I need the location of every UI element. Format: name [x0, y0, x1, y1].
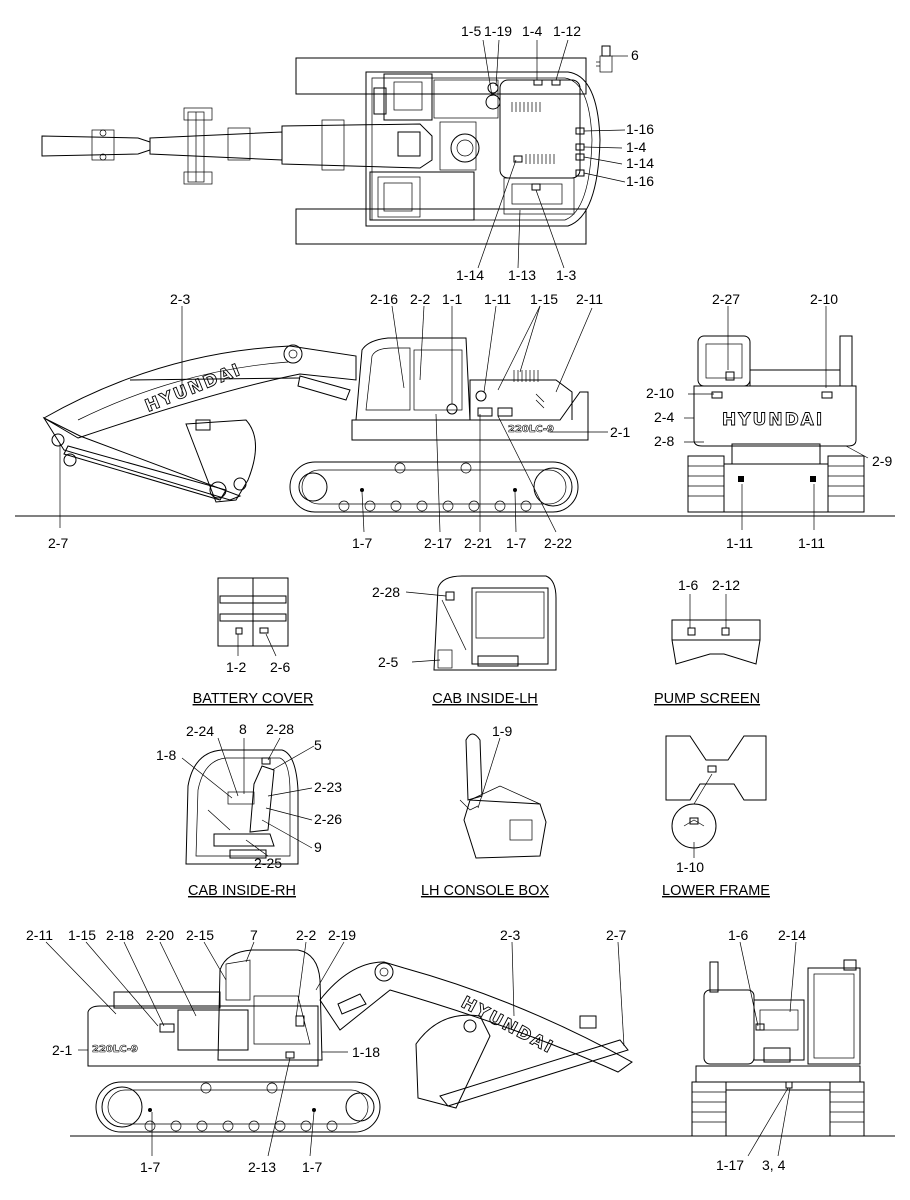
callout-cablh-1: 2-28 — [372, 584, 400, 600]
callout-cabrh-4: 5 — [314, 737, 322, 753]
caption-lower-frame: LOWER FRAME — [662, 883, 770, 899]
top-view — [41, 45, 613, 245]
callout-lh-9: 2-7 — [48, 535, 68, 551]
callout-top-10: 1-14 — [456, 267, 484, 283]
pump-screen-view: PUMP SCREEN — [654, 619, 761, 707]
callout-rh-3: 2-18 — [106, 927, 134, 943]
callout-rh-4: 2-20 — [146, 927, 174, 943]
callout-top-7: 1-4 — [626, 139, 646, 155]
callout-rh-14: 2-13 — [248, 1159, 276, 1175]
callout-rear-4: 2-4 — [654, 409, 674, 425]
callout-front-3: 1-17 — [716, 1157, 744, 1173]
callout-battery-1: 1-2 — [226, 659, 246, 675]
model-badge-rh: 220LC-9 — [92, 1044, 138, 1055]
callout-pump-1: 1-6 — [678, 577, 698, 593]
callout-top-8: 1-14 — [626, 155, 654, 171]
callout-rear-1: 2-27 — [712, 291, 740, 307]
callout-pump-2: 2-12 — [712, 577, 740, 593]
callout-lh-8: 2-1 — [610, 424, 630, 440]
callout-rear-2: 2-10 — [810, 291, 838, 307]
cab-inside-rh-view: CAB INSIDE-RH — [185, 749, 299, 899]
callout-cablh-2: 2-5 — [378, 654, 398, 670]
caption-battery-cover: BATTERY COVER — [193, 691, 314, 707]
side-view-rh: 220LC-9 HYUNDAI — [70, 949, 895, 1137]
callout-rh-8: 2-19 — [328, 927, 356, 943]
callout-rear-7: 1-11 — [726, 535, 753, 551]
callout-cabrh-9: 2-25 — [254, 855, 282, 871]
callout-cabrh-8: 9 — [314, 839, 322, 855]
callout-top-12: 1-3 — [556, 267, 576, 283]
callout-rh-1: 2-11 — [26, 927, 53, 943]
rear-view: HYUNDAI — [687, 335, 865, 513]
callout-front-2: 2-14 — [778, 927, 806, 943]
callout-labels: 1-5 1-19 1-4 1-12 6 1-16 1-4 1-14 1-16 1… — [26, 23, 892, 1175]
front-view — [691, 959, 865, 1137]
callout-rh-6: 7 — [250, 927, 258, 943]
callout-rear-8: 1-11 — [798, 535, 825, 551]
callout-lh-6: 1-15 — [530, 291, 558, 307]
callout-front-1: 1-6 — [728, 927, 748, 943]
callout-rh-2: 1-15 — [68, 927, 96, 943]
caption-cab-inside-rh: CAB INSIDE-RH — [188, 883, 296, 899]
callout-lh-3: 2-2 — [410, 291, 430, 307]
callout-rh-10: 2-7 — [606, 927, 626, 943]
callout-rh-7: 2-2 — [296, 927, 316, 943]
callout-frame-1: 1-10 — [676, 859, 704, 875]
callout-lh-2: 2-16 — [370, 291, 398, 307]
callout-top-1: 1-5 — [461, 23, 481, 39]
callout-top-6: 1-16 — [626, 121, 654, 137]
callout-cabrh-5: 1-8 — [156, 747, 176, 763]
callout-lh-5: 1-11 — [484, 291, 511, 307]
callout-top-5: 6 — [631, 47, 639, 63]
counterweight-brand: HYUNDAI — [722, 410, 824, 430]
callout-cabrh-1: 2-24 — [186, 723, 214, 739]
callout-lh-7: 2-11 — [576, 291, 603, 307]
callout-top-9: 1-16 — [626, 173, 654, 189]
caption-pump-screen: PUMP SCREEN — [654, 691, 760, 707]
model-badge-lh: 220LC-9 — [508, 424, 554, 435]
callout-top-11: 1-13 — [508, 267, 536, 283]
callout-lh-10: 1-7 — [352, 535, 372, 551]
lh-console-box-view: LH CONSOLE BOX — [421, 733, 549, 899]
callout-lh-13: 1-7 — [506, 535, 526, 551]
callout-top-3: 1-4 — [522, 23, 542, 39]
callout-lh-12: 2-21 — [464, 535, 492, 551]
callout-lh-11: 2-17 — [424, 535, 452, 551]
callout-rear-5: 2-8 — [654, 433, 674, 449]
callout-rh-15: 1-7 — [302, 1159, 322, 1175]
callout-top-2: 1-19 — [484, 23, 512, 39]
callout-cabrh-6: 2-23 — [314, 779, 342, 795]
caption-cab-inside-lh: CAB INSIDE-LH — [432, 691, 538, 707]
callout-rh-9: 2-3 — [500, 927, 520, 943]
callout-cabrh-2: 8 — [239, 721, 247, 737]
callout-console-1: 1-9 — [492, 723, 512, 739]
callout-cabrh-3: 2-28 — [266, 721, 294, 737]
battery-cover-view: BATTERY COVER — [193, 577, 314, 707]
cab-inside-lh-view: CAB INSIDE-LH — [432, 575, 557, 707]
callout-lh-14: 2-22 — [544, 535, 572, 551]
callout-top-4: 1-12 — [553, 23, 581, 39]
callout-lh-1: 2-3 — [170, 291, 190, 307]
leader-lines — [45, 39, 869, 1157]
caption-lh-console-box: LH CONSOLE BOX — [421, 883, 549, 899]
callout-rh-5: 2-15 — [186, 927, 214, 943]
callout-rear-3: 2-10 — [646, 385, 674, 401]
callout-rear-6: 2-9 — [872, 453, 892, 469]
callout-cabrh-7: 2-26 — [314, 811, 342, 827]
callout-front-4: 3, 4 — [762, 1157, 786, 1173]
callout-rh-13: 1-7 — [140, 1159, 160, 1175]
callout-lh-4: 1-1 — [442, 291, 462, 307]
callout-rh-11: 2-1 — [52, 1042, 72, 1058]
callout-rh-12: 1-18 — [352, 1044, 380, 1060]
callout-battery-2: 2-6 — [270, 659, 290, 675]
